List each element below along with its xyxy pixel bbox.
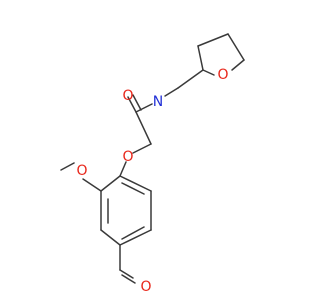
ring-oxygen-label: O: [217, 67, 228, 83]
ether-oxygen-label: O: [122, 149, 133, 165]
bond: [119, 175, 152, 192]
amide-nitrogen-label: N: [153, 94, 163, 110]
bond: [197, 33, 229, 47]
atom-labels: O N O O O O: [76, 67, 228, 295]
bond: [100, 175, 121, 192]
bond: [119, 229, 152, 246]
bonds: [60, 33, 245, 284]
bond: [202, 69, 215, 76]
bond: [121, 274, 136, 284]
bond: [231, 59, 245, 71]
bond: [127, 96, 137, 113]
bond: [197, 45, 204, 71]
bond: [177, 69, 204, 89]
bond: [119, 161, 127, 177]
bond: [135, 111, 152, 145]
bond: [132, 143, 152, 154]
bond: [60, 162, 75, 171]
bond: [100, 229, 121, 246]
bond: [121, 226, 145, 240]
bond: [82, 178, 102, 192]
bond: [227, 33, 245, 61]
molecule-structure: O N O O O O: [60, 33, 245, 295]
bond: [119, 269, 134, 279]
bond: [132, 94, 142, 111]
bond: [121, 182, 145, 195]
aldehyde-oxygen-label: O: [140, 279, 151, 295]
bond: [135, 103, 153, 113]
bond: [164, 87, 179, 97]
carbonyl-oxygen-label: O: [122, 88, 133, 104]
methoxy-oxygen-label: O: [76, 163, 87, 179]
